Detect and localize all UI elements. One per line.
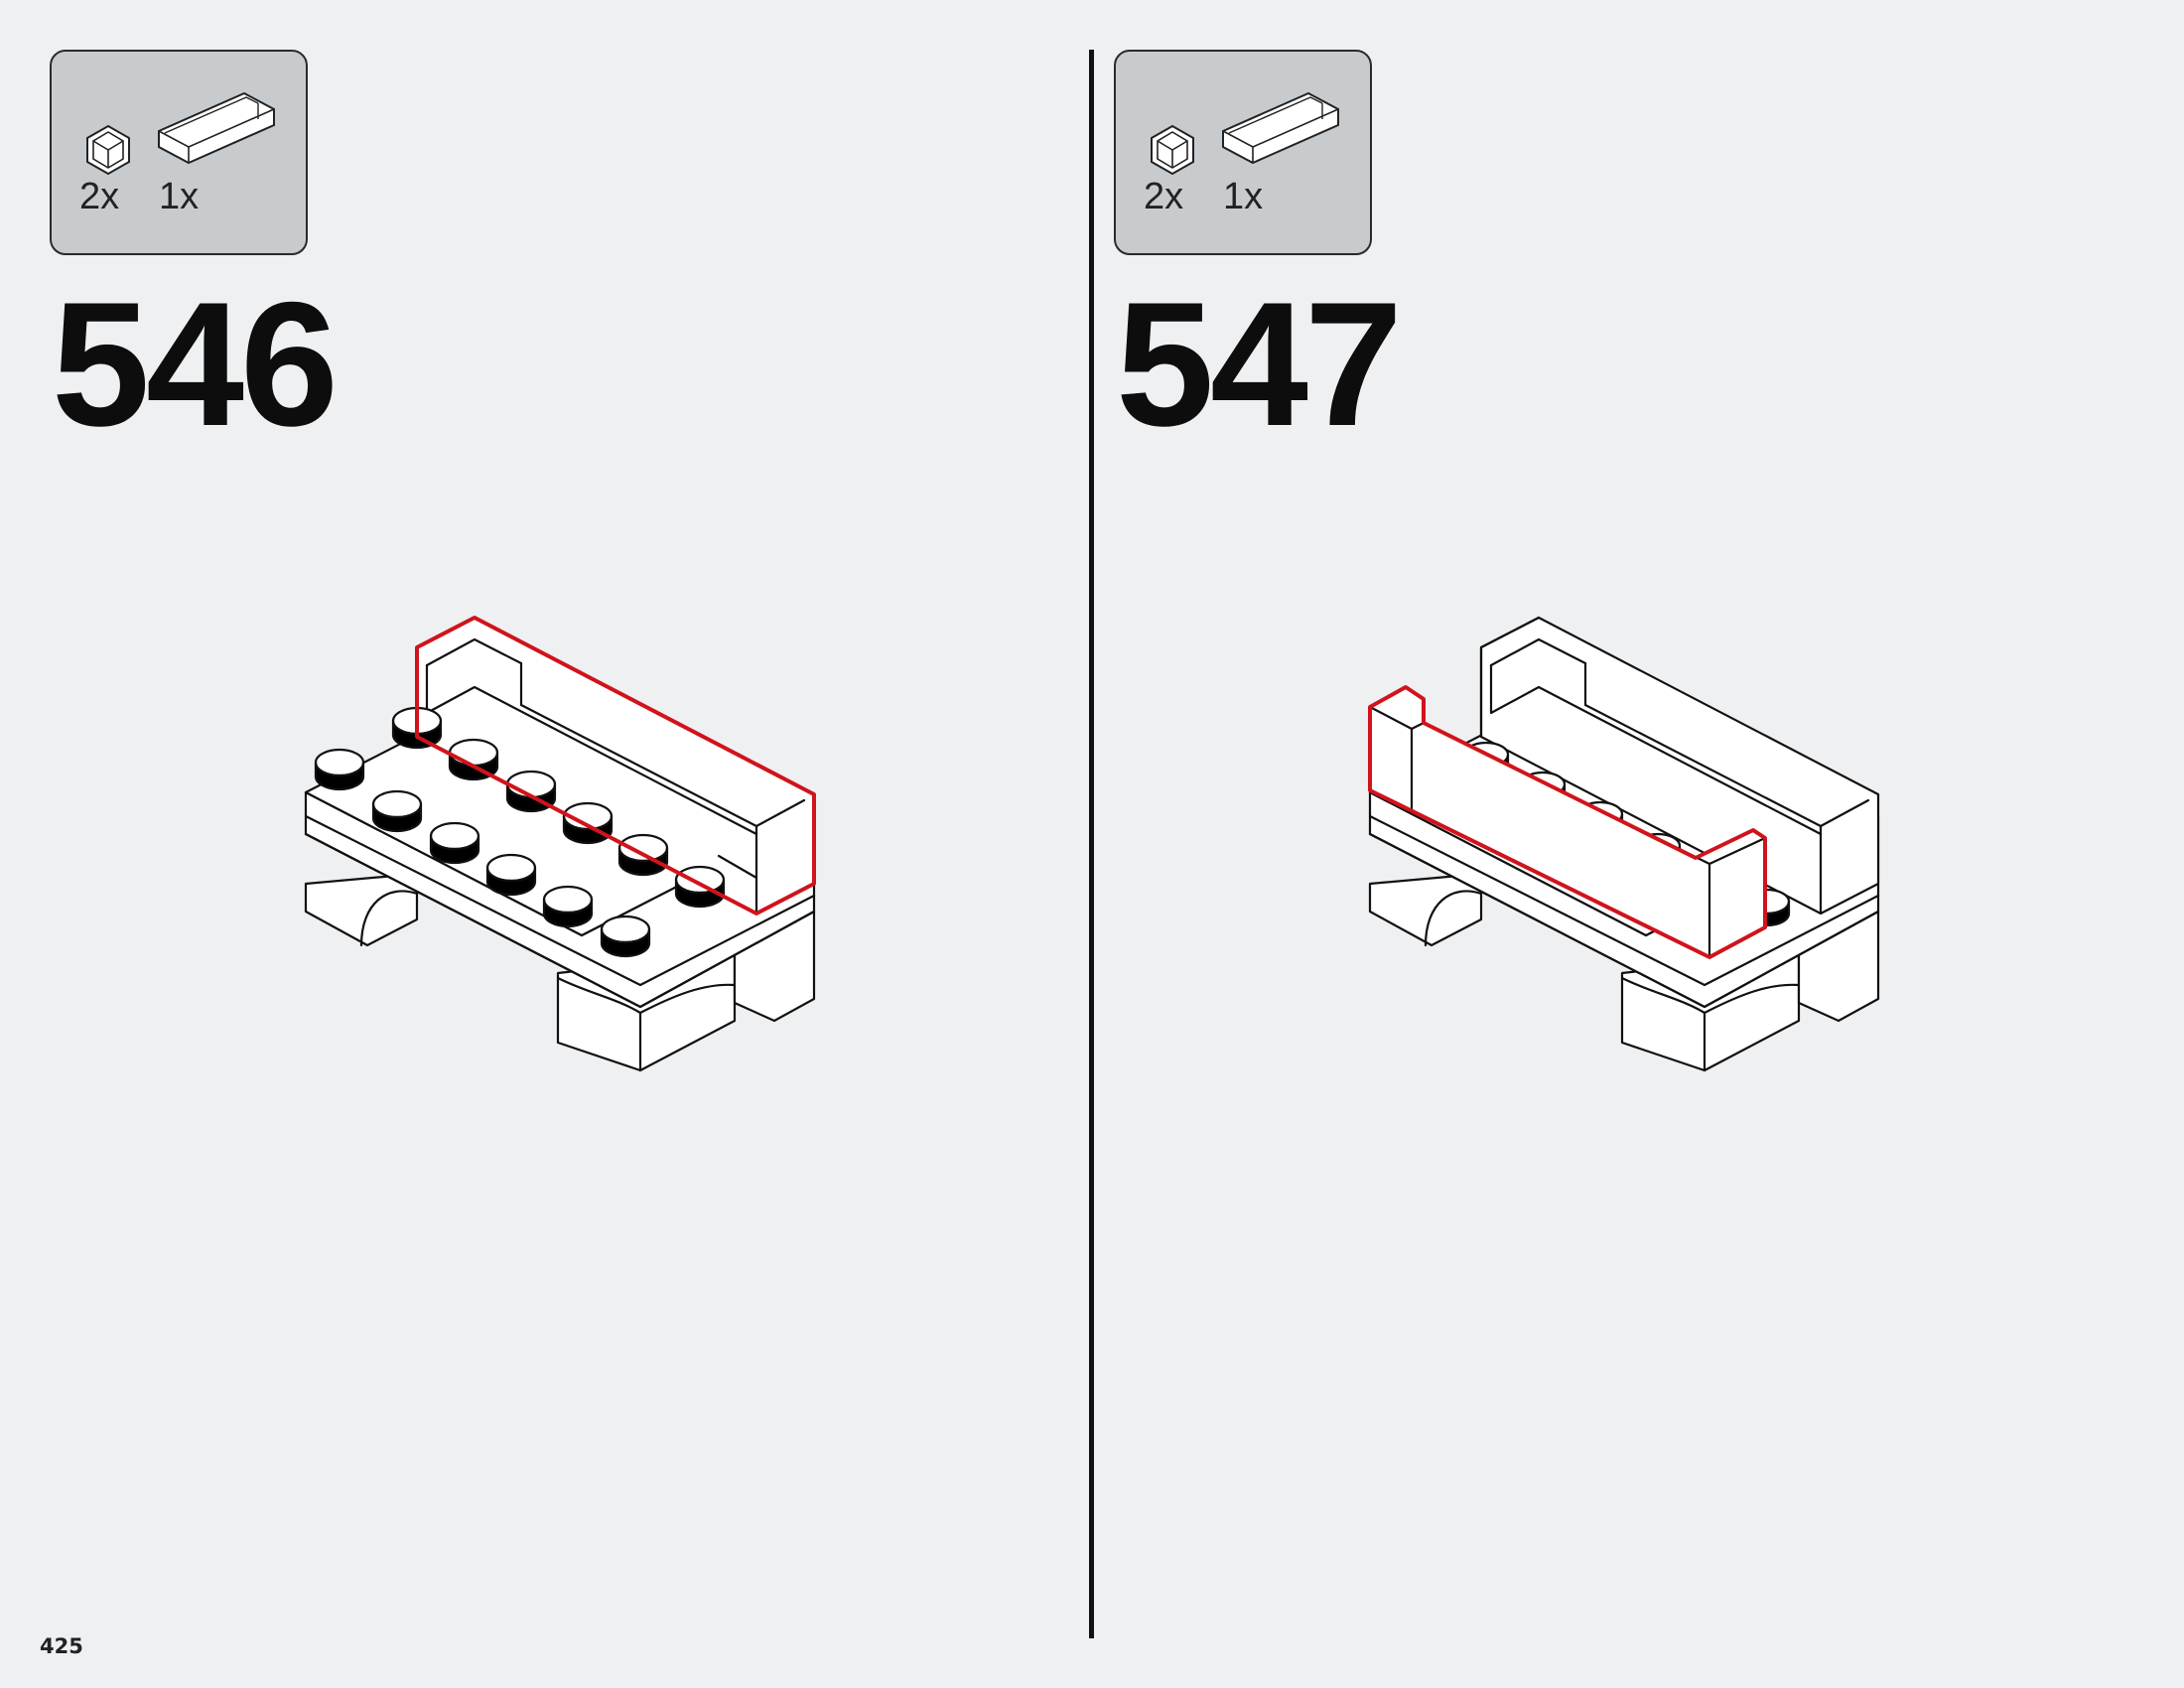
model-leg — [304, 872, 419, 947]
model-highlight-outline — [415, 616, 816, 915]
long-wall-tile-icon — [1222, 91, 1339, 165]
step-number: 546 — [52, 265, 339, 463]
part-quantity: 1x — [1223, 176, 1264, 217]
part-quantity: 2x — [79, 176, 120, 217]
part-quantity: 2x — [1144, 176, 1184, 217]
step-547-model-illustration — [1368, 616, 1880, 1072]
model-highlight-outline — [1368, 685, 1767, 959]
step-number: 547 — [1116, 265, 1403, 463]
page-divider — [1089, 50, 1094, 1638]
long-wall-tile-icon — [158, 91, 275, 165]
parts-callout-547: 2x 1x — [1114, 50, 1372, 255]
corner-tile-icon — [1151, 124, 1194, 176]
parts-callout-546: 2x 1x — [50, 50, 308, 255]
corner-tile-icon — [86, 124, 130, 176]
page-number: 425 — [40, 1634, 83, 1658]
step-546-model-illustration — [304, 616, 816, 1072]
model-leg — [1368, 872, 1483, 947]
part-quantity: 1x — [159, 176, 200, 217]
